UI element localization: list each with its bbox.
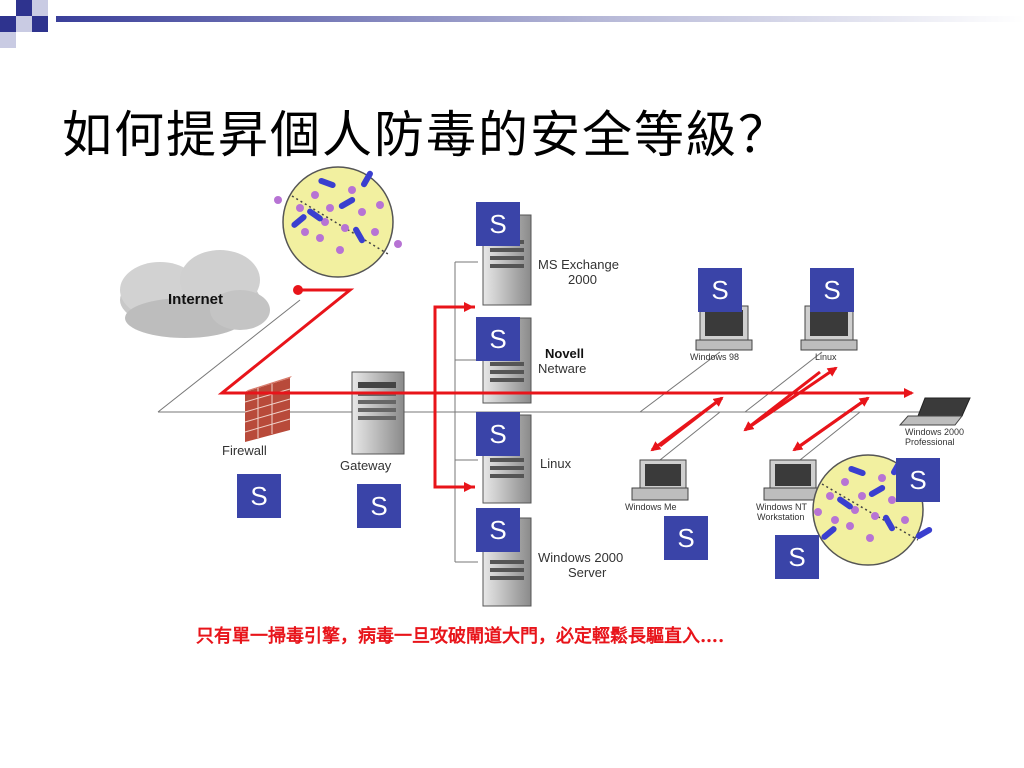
scan-engine-badge: S: [775, 535, 819, 579]
winme-label: Windows Me: [625, 502, 677, 512]
exchange-label-1: MS Exchange: [538, 257, 619, 272]
infection-path: [217, 285, 914, 492]
scan-engine-badge: S: [476, 202, 520, 246]
page-title: 如何提昇個人防毒的安全等級？: [62, 106, 790, 164]
winnt-label-1: Windows NT: [756, 502, 808, 512]
virus-icon: [274, 166, 402, 278]
laptop-icon: [898, 397, 971, 426]
cloud-icon: [120, 250, 270, 338]
scan-engine-badge: S: [476, 412, 520, 456]
exchange-label-2: 2000: [568, 272, 597, 287]
top-decorative-bar: [0, 0, 1024, 48]
scan-engine-badge: S: [698, 268, 742, 312]
firewall-icon: [244, 376, 292, 442]
win2000pro-label-2: Professional: [905, 437, 955, 447]
novell-label-2: Netware: [538, 361, 587, 376]
top-bar-graphic: [0, 0, 1024, 48]
gateway-label: Gateway: [340, 458, 392, 473]
scan-engine-badge: S: [810, 268, 854, 312]
scan-engine-badge: S: [237, 474, 281, 518]
winserver-label-2: Server: [568, 565, 607, 580]
firewall-label: Firewall: [222, 443, 267, 458]
novell-label-1: Novell: [545, 346, 585, 361]
scan-engine-badge: S: [476, 317, 520, 361]
winnt-label-2: Workstation: [757, 512, 805, 522]
internet-label: Internet: [168, 291, 224, 308]
desktop-icon: [631, 459, 689, 501]
scan-engine-badge: S: [476, 508, 520, 552]
desktop-icon: [800, 305, 858, 351]
scan-engine-badge: S: [357, 484, 401, 528]
scan-engine-badge: S: [896, 458, 940, 502]
server-icon: [351, 371, 405, 455]
desktop-icon: [695, 305, 753, 351]
win98-label: Windows 98: [690, 352, 740, 362]
virus-icon: [812, 454, 933, 566]
winserver-label-1: Windows 2000: [538, 550, 624, 565]
linux-server-label: Linux: [540, 456, 572, 471]
caption-text: 只有單一掃毒引擎，病毒一旦攻破閘道大門，必定輕鬆長驅直入….: [196, 626, 725, 647]
scan-engine-badge: S: [664, 516, 708, 560]
win2000pro-label-1: Windows 2000: [905, 427, 965, 437]
linux-client-label: Linux: [815, 352, 837, 362]
desktop-icon: [763, 459, 821, 501]
